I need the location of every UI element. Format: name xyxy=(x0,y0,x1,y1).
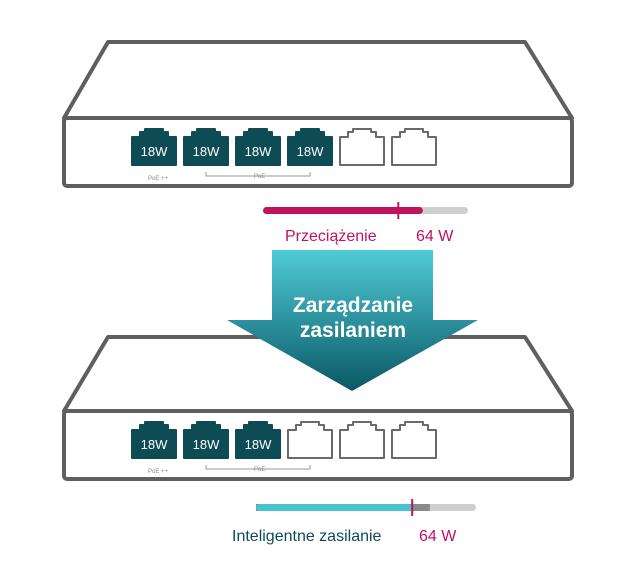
ethernet-port-icon xyxy=(391,128,437,166)
overload-label: Przeciążenie xyxy=(285,228,377,245)
port-power-label: 18W xyxy=(141,144,168,159)
poe-group-bracket xyxy=(205,465,311,470)
smart-power-bar xyxy=(256,499,476,516)
ethernet-port-icon xyxy=(339,128,385,166)
arrow-title-line-2: zasilaniem xyxy=(299,319,407,342)
port-power-label: 18W xyxy=(193,437,220,452)
power-management-arrow xyxy=(227,250,478,391)
overload-value: 64 W xyxy=(416,228,454,245)
ethernet-port-icon xyxy=(183,128,229,166)
poe-label: PoE xyxy=(254,467,265,473)
ethernet-port-icon xyxy=(391,421,437,459)
switch-top-ports: 18W 18W 18W 18W xyxy=(131,128,437,166)
ethernet-port-icon xyxy=(235,128,281,166)
ethernet-port-icon xyxy=(287,128,333,166)
poe-plus-label: PoE ++ xyxy=(148,176,169,182)
ethernet-port-icon xyxy=(131,421,177,459)
smart-bar-fill xyxy=(256,504,413,511)
poe-group-bracket xyxy=(205,172,311,177)
port-power-label: 18W xyxy=(245,144,272,159)
overload-bar-fill xyxy=(263,207,423,214)
ethernet-port-icon xyxy=(131,128,177,166)
ethernet-port-icon xyxy=(183,421,229,459)
port-power-label: 18W xyxy=(193,144,220,159)
overload-power-bar xyxy=(263,202,468,219)
port-power-label: 18W xyxy=(245,437,272,452)
poe-plus-label: PoE ++ xyxy=(148,469,169,475)
smart-power-value: 64 W xyxy=(419,528,457,545)
switch-top-chassis xyxy=(62,40,574,120)
switch-top: 18W 18W 18W 18W PoE ++ PoE xyxy=(62,40,574,188)
ethernet-port-icon xyxy=(235,421,281,459)
arrow-title-line-1: Zarządzanie xyxy=(292,294,414,317)
port-power-label: 18W xyxy=(141,437,168,452)
switch-bottom-ports: 18W 18W 18W xyxy=(131,421,437,459)
smart-power-label: Inteligentne zasilanie xyxy=(232,528,382,545)
ethernet-port-icon xyxy=(339,421,385,459)
switch-bottom: 18W 18W 18W PoE ++ PoE xyxy=(62,335,574,481)
ethernet-port-icon xyxy=(287,421,333,459)
poe-label: PoE xyxy=(254,174,265,180)
port-power-label: 18W xyxy=(297,144,324,159)
